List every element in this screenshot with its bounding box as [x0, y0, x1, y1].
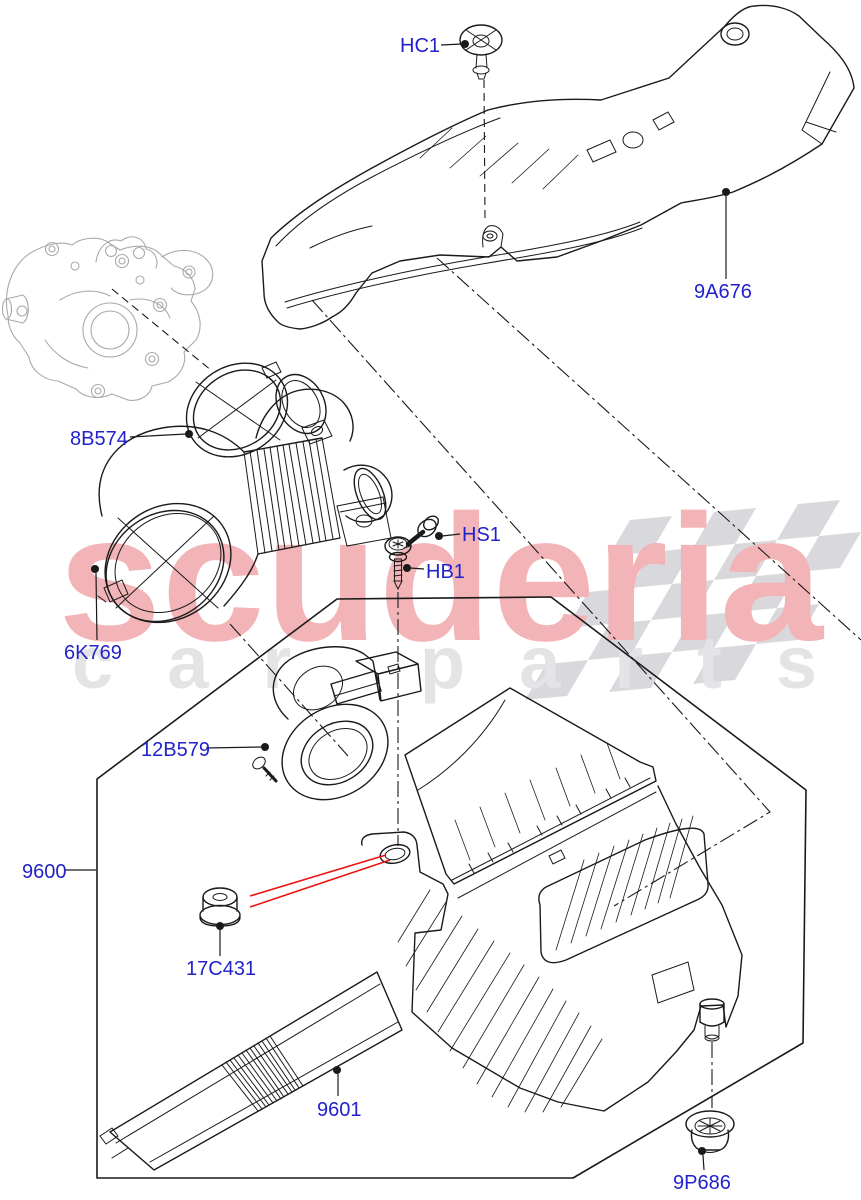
watermark: scuderia car parts — [58, 478, 861, 704]
grommet-star — [697, 1118, 723, 1134]
bolt-hb1[interactable] — [384, 536, 412, 591]
lid-surface-hatch — [454, 742, 621, 861]
housing-front-hatch — [397, 889, 603, 1113]
callout-9600[interactable]: 9600 — [22, 861, 67, 883]
callout-hb1[interactable]: HB1 — [426, 561, 465, 583]
hc1-fastener[interactable] — [459, 24, 503, 80]
throttle-body-ghost — [1, 236, 214, 401]
callout-12b579[interactable]: 12B579 — [141, 739, 210, 761]
callout-17c431[interactable]: 17C431 — [186, 958, 257, 980]
hose-clamp-8b574[interactable] — [169, 344, 306, 476]
grommet-17c431[interactable] — [199, 887, 241, 927]
drain-spigot — [699, 998, 725, 1042]
air-hose-6k769[interactable] — [82, 366, 393, 647]
grommet-position-pointers — [249, 854, 391, 908]
window-hatch — [555, 815, 694, 951]
callout-leaders — [64, 40, 730, 1171]
maf-sensor-12b579[interactable] — [250, 646, 422, 819]
air-cleaner-assembly[interactable] — [361, 687, 743, 1113]
grommet-9p686[interactable] — [685, 1110, 735, 1153]
callout-hs1[interactable]: HS1 — [462, 524, 501, 546]
callout-9a676[interactable]: 9A676 — [694, 281, 752, 303]
callout-6k769[interactable]: 6K769 — [64, 642, 122, 664]
lid-rim-ticks — [468, 777, 631, 874]
throttle-to-clamp-line — [111, 288, 213, 372]
air-intake-duct[interactable] — [261, 4, 855, 330]
callout-8b574[interactable]: 8B574 — [70, 428, 128, 450]
hc1-alignment-line — [483, 79, 486, 223]
filter-element-9601[interactable] — [99, 971, 403, 1171]
air-cleaner-group-box — [96, 596, 807, 1179]
hose-to-maf-line — [229, 623, 349, 757]
filter-pleats — [221, 1035, 304, 1112]
callout-hc1[interactable]: HC1 — [400, 35, 441, 57]
duct-axis-line — [436, 257, 861, 641]
watermark-tagline-text: car parts — [72, 621, 817, 704]
callout-9601[interactable]: 9601 — [317, 1099, 362, 1121]
duct-to-airbox-line — [311, 299, 771, 907]
bellows-corrugations — [243, 437, 341, 555]
assembly-center-lines — [111, 79, 861, 1108]
callout-9p686[interactable]: 9P686 — [673, 1172, 731, 1194]
